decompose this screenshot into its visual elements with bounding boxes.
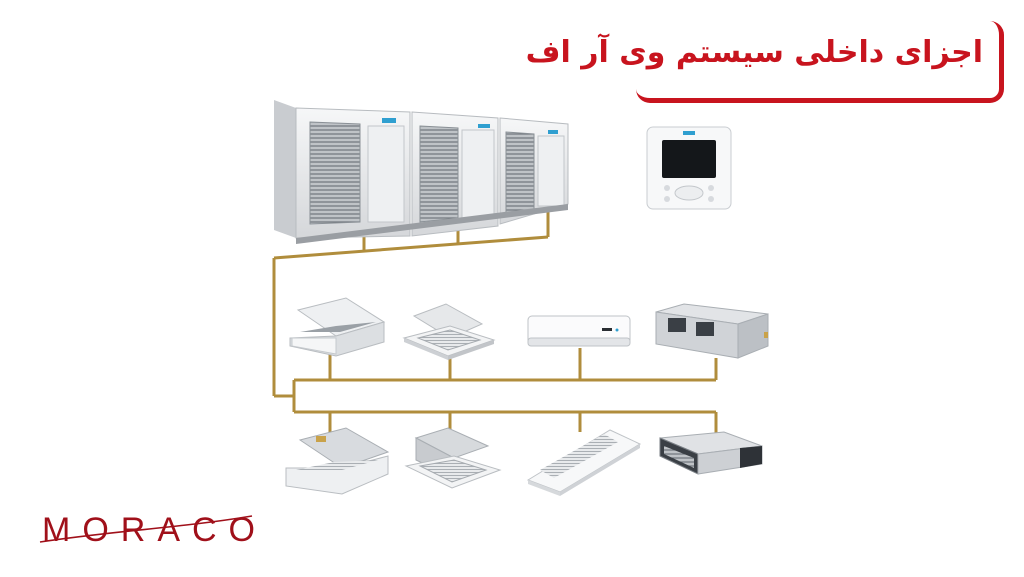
page-title: اجزای داخلی سیستم وی آر اف [525, 35, 983, 70]
refrigerant-piping [272, 208, 718, 440]
outdoor-unit-3 [499, 117, 569, 225]
outdoor-unit-1 [295, 107, 411, 239]
indoor-unit-cassette-four-way-2 [404, 427, 502, 489]
wall-controller [646, 126, 732, 210]
title-frame: اجزای داخلی سیستم وی آر اف [526, 21, 1004, 103]
brand-logo: MORACO [42, 511, 267, 549]
indoor-unit-ducted [655, 303, 769, 359]
indoor-unit-slim-duct [659, 431, 763, 475]
indoor-unit-wall-split [527, 315, 631, 347]
outdoor-unit-2 [411, 111, 499, 237]
outdoor-units [274, 100, 569, 244]
indoor-unit-cassette-one-way [289, 297, 386, 357]
indoor-unit-ceiling-floor [526, 429, 642, 496]
indoor-unit-cassette-four-way [402, 303, 496, 360]
indoor-unit-cassette-one-way-2 [285, 427, 390, 495]
logo-swoosh [39, 515, 253, 543]
